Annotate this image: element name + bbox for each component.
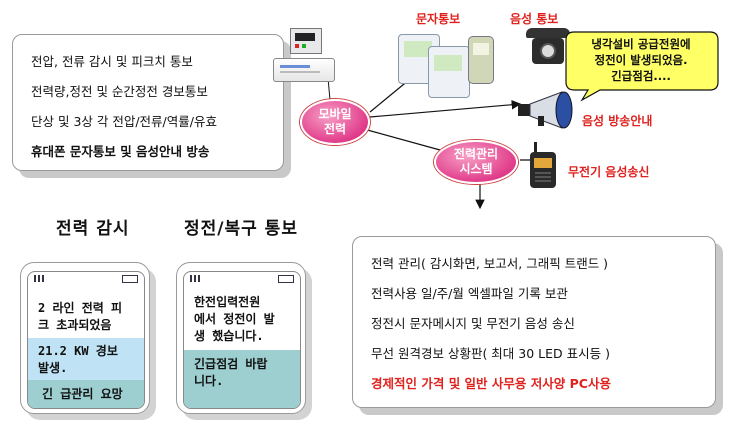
system-feature-line-4: 무선 원격경보 상황판( 최대 30 LED 표시등 ): [371, 346, 610, 361]
system-feature-line-3: 정전시 문자메시지 및 무전기 음성 송신: [371, 316, 575, 331]
system-feature-line-1: 전력 관리( 감시화면, 보고서, 그래픽 트랜드 ): [371, 256, 609, 271]
heading-monitoring: 전력 감시: [56, 219, 130, 239]
power-management-system: 전력관리 시스템: [434, 140, 518, 184]
phone-left-line-1: 2 라인 전력 피: [38, 301, 123, 315]
phone-left-line-2: 크 초과되었음: [38, 318, 112, 332]
sms-label: 문자통보: [416, 12, 461, 26]
phone-right: 한전입력전원 에서 정전이 발 생 했습니다. 긴급점검 바랍 니다.: [176, 262, 306, 414]
battery-icon: [122, 275, 138, 283]
speech-bubble-text: 냉각설비 공급전원에 정전이 발생되었음. 긴급점검....: [566, 36, 716, 84]
phone-left-line-5: 긴 급관리 요망: [42, 387, 123, 401]
signal-icon: [34, 275, 44, 282]
broadcast-label: 음성 방송안내: [582, 114, 653, 128]
voice-notify-label: 음성 통보: [510, 12, 559, 26]
feature-box-top-left: 전압, 전류 감시 및 피크치 통보 전력량,정전 및 순간정전 경보통보 단상…: [12, 34, 284, 171]
speech-bubble: [565, 31, 719, 102]
system-feature-line-5: 경제적인 가격 및 일반 사무용 저사양 PC사용: [371, 376, 611, 391]
mobile-power-hub: 모바일 전력: [300, 99, 370, 145]
power-meter-icon: [290, 28, 322, 54]
phone-right-screen: 한전입력전원 에서 정전이 발 생 했습니다. 긴급점검 바랍 니다.: [183, 271, 301, 409]
system-feature-line-2: 전력사용 일/주/월 엑셀파일 기록 보관: [371, 286, 568, 301]
bubble-line-3: 긴급점검....: [611, 69, 671, 83]
system-line-2: 시스템: [459, 162, 493, 176]
feature-line-1: 전압, 전류 감시 및 피크치 통보: [31, 54, 193, 69]
feature-line-4: 휴대폰 문자통보 및 음성안내 방송: [31, 144, 210, 159]
system-line-1: 전력관리: [453, 147, 499, 161]
radio-label: 무전기 음성송신: [568, 165, 650, 179]
phone-right-line-5: 니다.: [194, 374, 224, 388]
megaphone-icon: [518, 91, 573, 129]
phone-right-line-3: 생 했습니다.: [194, 329, 264, 343]
heading-outage-notify: 정전/복구 통보: [184, 219, 298, 239]
sms-phones-icon: [398, 30, 498, 100]
phone-left: 2 라인 전력 피 크 초과되었음 21.2 KW 경보 발생. 긴 급관리 요…: [20, 262, 150, 414]
mobile-module-icon: [273, 58, 335, 82]
hub-line-1: 모바일: [318, 107, 352, 121]
battery-icon: [278, 275, 294, 283]
phone-right-line-2: 에서 정전이 발: [194, 312, 275, 326]
phone-left-line-3: 21.2 KW 경보: [38, 344, 118, 358]
walkie-talkie-icon: [530, 142, 556, 188]
feature-box-bottom-right: 전력 관리( 감시화면, 보고서, 그래픽 트랜드 ) 전력사용 일/주/월 엑…: [352, 236, 716, 408]
bubble-line-2: 정전이 발생되었음.: [594, 53, 688, 67]
phone-right-line-4: 긴급점검 바랍: [194, 357, 268, 371]
phone-left-line-4: 발생.: [38, 361, 68, 375]
feature-line-3: 단상 및 3상 각 전압/전류/역률/유효: [31, 114, 217, 129]
phone-left-screen: 2 라인 전력 피 크 초과되었음 21.2 KW 경보 발생. 긴 급관리 요…: [27, 271, 145, 409]
phone-right-line-1: 한전입력전원: [194, 295, 261, 309]
hub-line-2: 전력: [323, 122, 347, 136]
feature-line-2: 전력량,정전 및 순간정전 경보통보: [31, 84, 208, 99]
signal-icon: [190, 275, 200, 282]
telephone-icon: [526, 28, 570, 66]
bubble-line-1: 냉각설비 공급전원에: [591, 37, 691, 51]
